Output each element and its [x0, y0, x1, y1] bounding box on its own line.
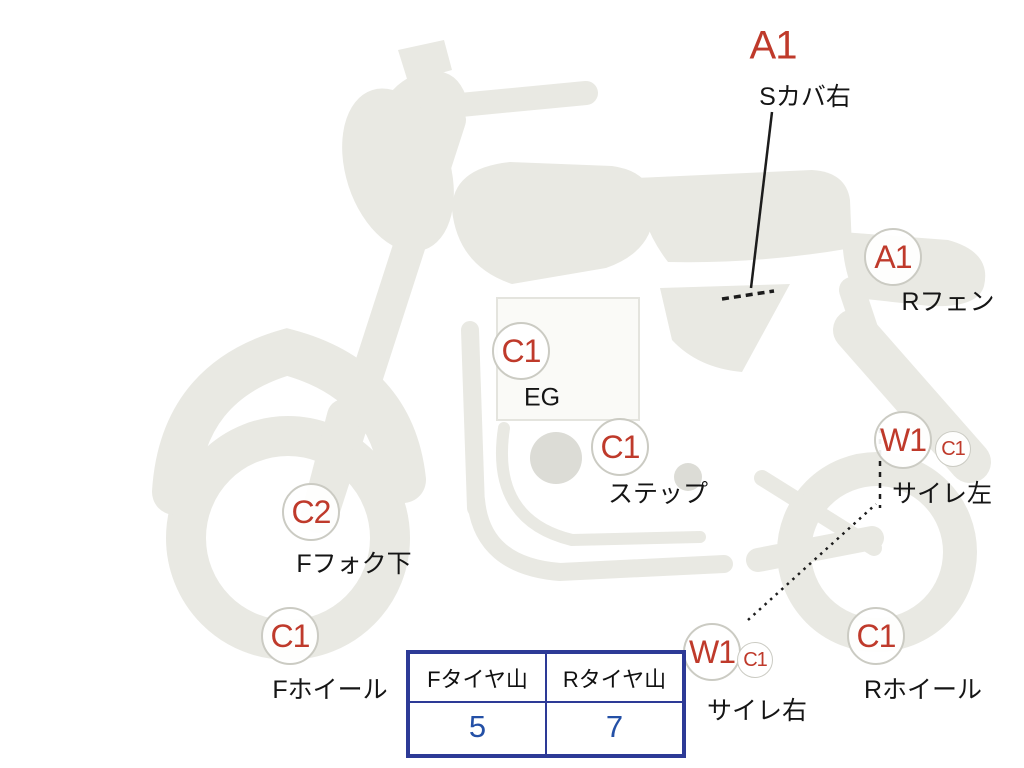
- marker-code-front-wheel: C1: [261, 607, 319, 665]
- marker-label-front-wheel: Fホイール: [272, 676, 388, 704]
- rear-tire-value: 7: [546, 702, 683, 755]
- marker-label-rear-fender: Rフェン: [901, 288, 995, 316]
- swingarm: [754, 470, 882, 556]
- marker-label-silencer-right: サイレ右: [706, 697, 808, 725]
- marker-code-front-fork-lower: C2: [282, 483, 340, 541]
- marker-code-silencer-right: W1: [683, 623, 741, 681]
- marker-code-rear-fender: A1: [864, 228, 922, 286]
- footpeg: [674, 463, 702, 491]
- mirror: [398, 40, 452, 82]
- callout-tick-scover: [721, 289, 775, 301]
- crankcase: [530, 432, 582, 484]
- marker-label-front-fork-lower: Fフォク下: [296, 550, 412, 578]
- frame-downtube: [461, 321, 485, 517]
- marker-subcode-silencer-left: C1: [935, 431, 971, 467]
- tire-tread-table: Fタイヤ山 Rタイヤ山 5 7: [406, 650, 686, 758]
- marker-code-engine: C1: [492, 322, 550, 380]
- callout-line-scover: [749, 111, 774, 289]
- front-fender: [152, 328, 426, 515]
- headlight: [342, 88, 454, 252]
- callout-line-silencer-right: [747, 503, 877, 621]
- marker-label-engine: EG: [523, 383, 561, 412]
- marker-code-step: C1: [591, 418, 649, 476]
- side-cover: [660, 284, 790, 372]
- marker-label-scover-right: Sカバ右: [759, 83, 851, 111]
- exhaust-header: [495, 422, 706, 547]
- front-tire-value: 5: [409, 702, 546, 755]
- marker-label-silencer-left: サイレ左: [891, 480, 993, 508]
- marker-code-rear-wheel: C1: [847, 607, 905, 665]
- marker-code-silencer-left: W1: [874, 411, 932, 469]
- seat: [636, 170, 852, 263]
- front-tire-header: Fタイヤ山: [409, 653, 546, 702]
- handlebar: [438, 81, 598, 118]
- rear-tire-header: Rタイヤ山: [546, 653, 683, 702]
- marker-label-step: ステップ: [607, 480, 709, 508]
- fuel-tank: [452, 162, 655, 284]
- marker-code-scover-right: A1: [749, 23, 798, 68]
- frame-bottom-tube: [467, 491, 733, 582]
- marker-label-rear-wheel: Rホイール: [863, 676, 983, 704]
- marker-subcode-silencer-right: C1: [737, 642, 773, 678]
